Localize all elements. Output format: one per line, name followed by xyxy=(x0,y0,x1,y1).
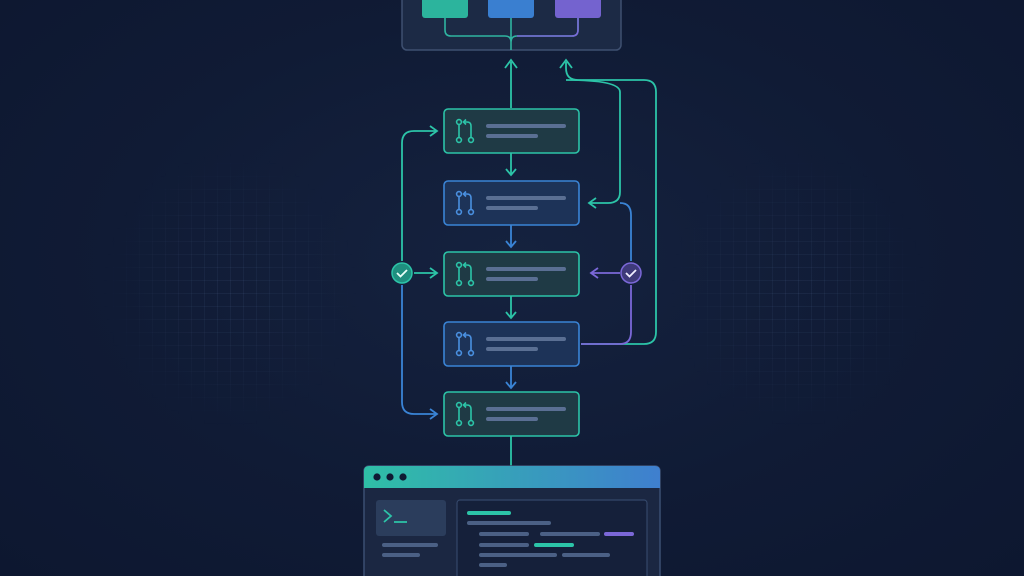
swatch-teal xyxy=(422,0,468,18)
node-placeholder-line xyxy=(486,134,538,138)
git-pull-request-icon xyxy=(455,401,475,427)
right-check-badge xyxy=(620,262,642,284)
terminal-prompt-icon xyxy=(383,509,407,523)
node-placeholder-line xyxy=(486,407,566,411)
node-placeholder-line xyxy=(486,337,566,341)
node-placeholder-line xyxy=(486,124,566,128)
node-placeholder-line xyxy=(486,196,566,200)
window-dot[interactable] xyxy=(373,473,381,481)
pipeline-node-4[interactable] xyxy=(443,321,580,367)
main-flow-connectors xyxy=(504,58,518,466)
check-icon xyxy=(625,269,637,278)
background-grid-right xyxy=(668,150,928,430)
pipeline-node-1[interactable] xyxy=(443,108,580,154)
git-pull-request-icon xyxy=(455,190,475,216)
terminal-sidebar xyxy=(376,500,446,557)
window-dot[interactable] xyxy=(399,473,407,481)
swatch-purple xyxy=(555,0,601,18)
pipeline-node-2[interactable] xyxy=(443,180,580,226)
left-feedback-loop xyxy=(401,125,439,420)
node-placeholder-line xyxy=(486,277,538,281)
swatch-blue xyxy=(488,0,534,18)
node-placeholder-line xyxy=(486,417,538,421)
top-panel xyxy=(401,0,622,51)
check-icon xyxy=(396,269,408,278)
node-placeholder-line xyxy=(486,206,538,210)
pipeline-node-5[interactable] xyxy=(443,391,580,437)
git-pull-request-icon xyxy=(455,331,475,357)
terminal-window[interactable] xyxy=(363,465,661,576)
right-feedback-loops xyxy=(559,58,657,345)
node-placeholder-line xyxy=(486,347,538,351)
window-dot[interactable] xyxy=(386,473,394,481)
terminal-output-pane xyxy=(456,499,648,576)
node-placeholder-line xyxy=(486,267,566,271)
left-check-badge xyxy=(391,262,413,284)
git-pull-request-icon xyxy=(455,118,475,144)
background-grid-left xyxy=(100,150,360,430)
git-pull-request-icon xyxy=(455,261,475,287)
pipeline-node-3[interactable] xyxy=(443,251,580,297)
